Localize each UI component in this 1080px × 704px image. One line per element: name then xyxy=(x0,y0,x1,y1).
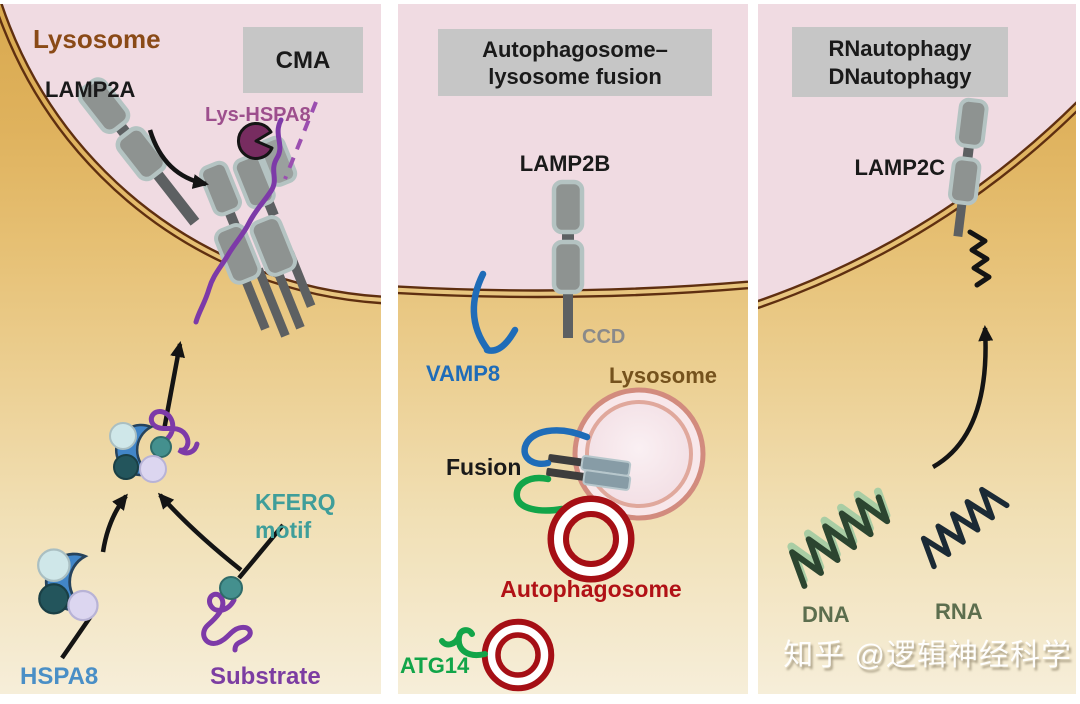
substrate-thread xyxy=(193,117,284,325)
lamp2a-domain-top xyxy=(77,77,131,134)
panel-fusion: Autophagosome– lysosome fusion LAMP2B CC… xyxy=(398,4,748,694)
substrate-glyph xyxy=(201,576,253,653)
panel-cma-canvas: Lysosome LAMP2A CMA Lys-HSPA8 KFERQ moti… xyxy=(0,4,381,694)
multimer-stem xyxy=(254,267,290,338)
snare-vamp8-loop xyxy=(521,427,591,467)
snare-complex-glyph xyxy=(546,454,632,491)
panel-fusion-canvas: Autophagosome– lysosome fusion LAMP2B CC… xyxy=(398,4,748,694)
autophagosome-label: Autophagosome xyxy=(500,576,681,602)
lamp2c-stem xyxy=(953,202,967,237)
arrow-substrate-to-complex xyxy=(158,492,243,572)
kferq-motif-label-line2: motif xyxy=(255,517,312,543)
ccd-label: CCD xyxy=(582,326,625,348)
lamp2c-protein-glyph xyxy=(948,97,989,237)
bound-substrate-squiggle xyxy=(148,409,200,456)
lamp2c-nucleic-binding-zigzag xyxy=(967,229,992,288)
watermark: 知乎 @逻辑神经科学 xyxy=(783,639,1072,672)
hspa8-subunit-lavender xyxy=(67,589,99,622)
substrate-squiggle xyxy=(201,591,253,653)
autophagosome2-inner-membrane xyxy=(495,632,541,678)
hspa8-label: HSPA8 xyxy=(20,663,98,690)
lysosome-vesicle-label: Lysosome xyxy=(609,363,717,388)
dna-strand-dark xyxy=(789,494,891,589)
vamp8-glyph-hook xyxy=(483,326,519,354)
fusion-title-line2: lysosome fusion xyxy=(488,64,662,89)
fusion-label: Fusion xyxy=(446,454,521,480)
hspa8-subunit-dark xyxy=(113,454,139,480)
lamp2b-ccd-stem xyxy=(563,290,573,338)
hspa8-subunit-light xyxy=(37,548,71,582)
arrow-nucleic-uptake xyxy=(931,325,994,469)
arrow-lamp2a-to-multimer xyxy=(147,129,209,189)
cma-title: CMA xyxy=(276,47,331,74)
fusion-title-box xyxy=(438,29,712,96)
lamp2a-stem xyxy=(149,166,200,226)
atg14-label: ATG14 xyxy=(400,653,470,678)
lamp2a-label: LAMP2A xyxy=(45,77,136,102)
rna-strand xyxy=(920,486,1010,570)
dna-label: DNA xyxy=(802,602,850,627)
lamp2c-domain-top xyxy=(954,97,989,149)
kferq-motif-dot xyxy=(150,436,172,458)
atg14-glyph xyxy=(439,627,488,658)
kferq-leader-line xyxy=(237,523,285,580)
vamp8-glyph xyxy=(470,270,492,354)
rna-label: RNA xyxy=(935,599,983,624)
lysosome-label: Lysosome xyxy=(33,24,161,54)
rna-glyph xyxy=(920,486,1010,570)
lamp2c-neck xyxy=(962,145,974,160)
hspa8-subunit-dark xyxy=(38,583,70,615)
hspa8-subunit-light xyxy=(109,422,137,450)
arrow-hspa8-to-complex xyxy=(100,493,128,553)
substrate-label: Substrate xyxy=(210,663,321,690)
cma-title-box xyxy=(243,27,363,93)
snare-atg14-loop xyxy=(513,474,566,514)
nucleic-title-line2: DNautophagy xyxy=(829,64,973,89)
panel-cma: Lysosome LAMP2A CMA Lys-HSPA8 KFERQ moti… xyxy=(0,4,381,694)
lamp2b-domain-bottom xyxy=(551,239,585,295)
lysosome-membrane-outer-leaflet xyxy=(398,286,748,298)
nucleic-title-box xyxy=(792,27,1008,97)
hspa8-subunit-lavender xyxy=(139,455,167,483)
lamp2c-label: LAMP2C xyxy=(855,155,946,180)
lamp2c-domain-bottom xyxy=(948,156,982,206)
panel-nucleic-canvas: RNautophagy DNautophagy LAMP2C DNA RNA xyxy=(758,4,1076,694)
vamp8-label: VAMP8 xyxy=(426,361,500,386)
lys-hspa8-label: Lys-HSPA8 xyxy=(205,104,311,126)
autophagosome-inner-membrane xyxy=(563,511,619,567)
multimer-domain xyxy=(199,160,242,217)
lamp2b-protein-glyph xyxy=(551,179,585,338)
multimer-stem xyxy=(272,266,305,330)
kferq-motif-label-line1: KFERQ xyxy=(255,489,336,515)
autophagosome2-intermembrane-space xyxy=(487,624,549,686)
substrate-dashed-thread xyxy=(283,101,318,180)
panel-nucleic-acid: RNautophagy DNautophagy LAMP2C DNA RNA xyxy=(758,4,1076,694)
autophagosome-outer-membrane xyxy=(547,495,635,583)
fusion-title-line1: Autophagosome– xyxy=(482,37,668,62)
multimer-domain xyxy=(249,215,298,277)
dna-glyph xyxy=(787,487,891,589)
nucleic-title-line1: RNautophagy xyxy=(829,36,973,61)
lys-hspa8-glyph xyxy=(236,121,274,160)
kferq-motif-dot xyxy=(219,576,243,600)
autophagosome-intermembrane-space xyxy=(554,502,628,576)
snare-helix-bottom xyxy=(582,469,632,491)
hspa8-leader-line xyxy=(60,614,93,660)
lysosome-vesicle-inner xyxy=(585,400,693,508)
lamp2b-label: LAMP2B xyxy=(520,151,610,176)
hspa8-substrate-complex-glyph xyxy=(109,409,200,483)
lamp2b-domain-top xyxy=(551,179,585,235)
